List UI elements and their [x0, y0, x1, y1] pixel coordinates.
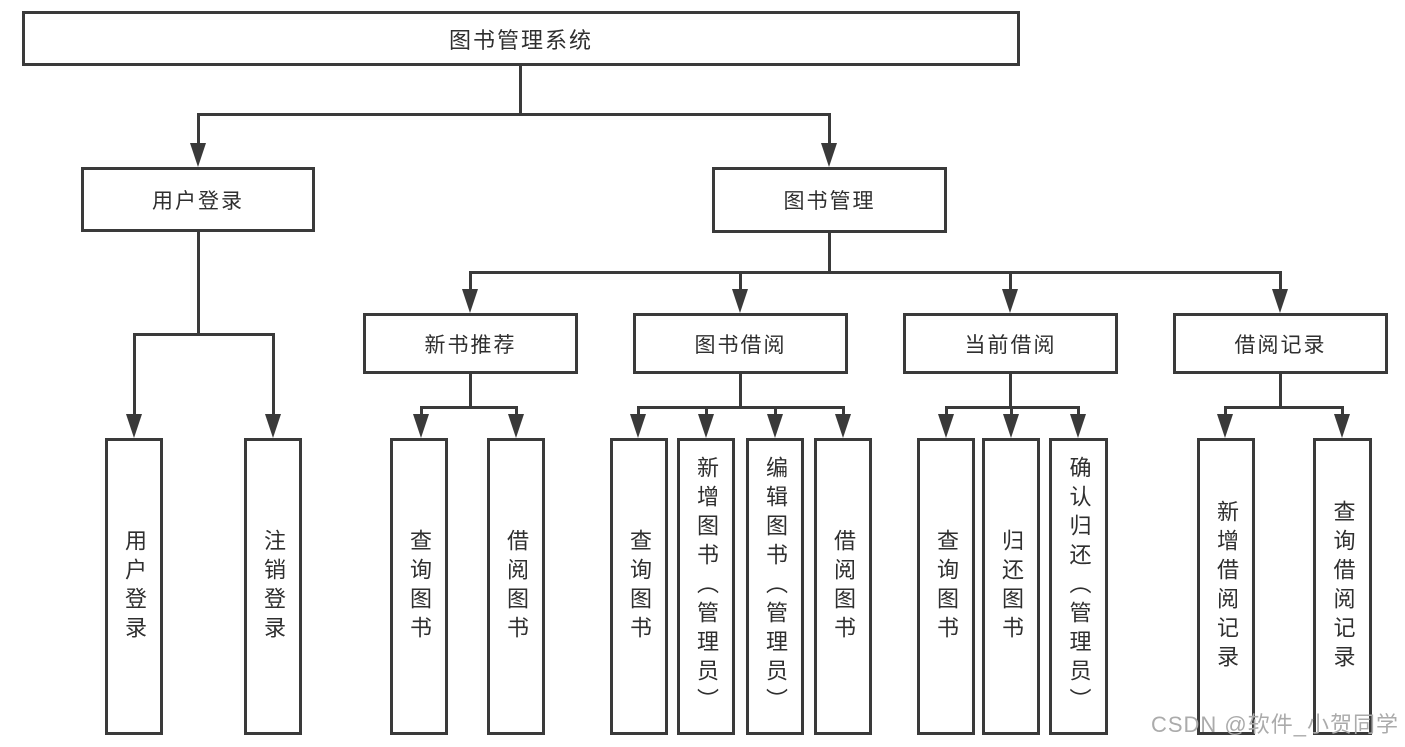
arrowhead-down-icon [126, 414, 142, 438]
connector-line [469, 273, 472, 291]
arrowhead-down-icon [508, 414, 524, 438]
node-label: 查询图书 [407, 528, 432, 645]
node-current-borrow: 当前借阅 [903, 313, 1118, 374]
arrowhead-down-icon [835, 414, 851, 438]
connector-line [1009, 373, 1012, 409]
arrowhead-down-icon [938, 414, 954, 438]
connector-line [469, 373, 472, 409]
node-label: 借阅图书 [504, 528, 529, 645]
node-leaf-add-books-admin: 新增图书（管理员） [677, 438, 735, 735]
arrowhead-down-icon [462, 289, 478, 313]
arrowhead-down-icon [1217, 414, 1233, 438]
connector-line [1224, 408, 1227, 418]
node-book-management: 图书管理 [712, 167, 947, 233]
node-label: 查询图书 [934, 528, 959, 645]
connector-line [197, 113, 831, 116]
connector-line [1279, 273, 1282, 291]
arrowhead-down-icon [630, 414, 646, 438]
node-label: 用户登录 [122, 528, 147, 645]
node-label: 借阅图书 [831, 528, 856, 645]
node-label: 图书管理 [783, 190, 876, 213]
arrowhead-down-icon [1334, 414, 1350, 438]
connector-line [842, 408, 845, 418]
connector-line [739, 273, 742, 291]
connector-line [637, 406, 845, 409]
connector-line [739, 373, 742, 409]
connector-line [515, 408, 518, 418]
node-leaf-add-borrow-record: 新增借阅记录 [1197, 438, 1255, 735]
connector-line [420, 408, 423, 418]
arrowhead-down-icon [1002, 289, 1018, 313]
node-leaf-borrow-books: 借阅图书 [487, 438, 545, 735]
connector-line [828, 233, 831, 274]
arrowhead-down-icon [190, 143, 206, 167]
arrowhead-down-icon [1003, 414, 1019, 438]
connector-line [519, 66, 522, 115]
arrowhead-down-icon [821, 143, 837, 167]
node-label: 借阅记录 [1234, 333, 1327, 357]
node-leaf-user-login: 用户登录 [105, 438, 163, 735]
node-leaf-confirm-return-admin: 确认归还（管理员） [1049, 438, 1108, 735]
connector-line [705, 408, 708, 418]
connector-line [1009, 273, 1012, 291]
arrowhead-down-icon [732, 289, 748, 313]
arrowhead-down-icon [1070, 414, 1086, 438]
connector-line [945, 406, 1080, 409]
connector-line [1077, 408, 1080, 418]
node-label: 图书管理系统 [448, 27, 593, 53]
connector-line [637, 408, 640, 418]
arrowhead-down-icon [1272, 289, 1288, 313]
connector-line [945, 408, 948, 418]
node-label: 查询图书 [627, 528, 652, 645]
connector-line [420, 406, 518, 409]
connector-line [774, 408, 777, 418]
node-leaf-logout: 注销登录 [244, 438, 302, 735]
arrowhead-down-icon [698, 414, 714, 438]
node-leaf-query-books: 查询图书 [610, 438, 668, 735]
node-leaf-query-books: 查询图书 [390, 438, 448, 735]
node-leaf-query-borrow-record: 查询借阅记录 [1313, 438, 1372, 735]
connector-line [828, 115, 831, 147]
arrowhead-down-icon [413, 414, 429, 438]
connector-line [1010, 408, 1013, 418]
node-label: 归还图书 [999, 528, 1024, 645]
node-leaf-query-books: 查询图书 [917, 438, 975, 735]
connector-line [197, 115, 200, 147]
node-label: 注销登录 [261, 528, 286, 645]
node-label: 用户登录 [152, 189, 244, 213]
connector-line [1341, 408, 1344, 418]
node-label: 查询借阅记录 [1330, 499, 1356, 674]
connector-line [272, 335, 275, 417]
connector-line [1279, 373, 1282, 409]
connector-line [469, 271, 1282, 274]
watermark: CSDN @软件_小贺同学 [1150, 712, 1399, 737]
node-label: 新增图书（管理员） [694, 456, 719, 717]
node-borrow-records: 借阅记录 [1173, 313, 1388, 374]
node-label: 当前借阅 [964, 333, 1057, 357]
connector-line [133, 335, 136, 417]
node-label: 图书借阅 [694, 333, 787, 357]
node-label: 新增借阅记录 [1214, 499, 1239, 674]
node-leaf-edit-books-admin: 编辑图书（管理员） [746, 438, 804, 735]
arrowhead-down-icon [265, 414, 281, 438]
arrowhead-down-icon [767, 414, 783, 438]
node-user-login: 用户登录 [81, 167, 315, 232]
node-book-borrow: 图书借阅 [633, 313, 848, 374]
connector-line [133, 333, 275, 336]
node-leaf-borrow-books: 借阅图书 [814, 438, 872, 735]
node-label: 编辑图书（管理员） [763, 456, 788, 717]
node-label: 新书推荐 [424, 333, 517, 357]
connector-line [197, 232, 200, 335]
node-new-book-recommend: 新书推荐 [363, 313, 578, 374]
node-leaf-return-books: 归还图书 [982, 438, 1040, 735]
connector-line [1224, 406, 1344, 409]
node-root-system: 图书管理系统 [22, 11, 1020, 66]
node-label: 确认归还（管理员） [1066, 456, 1092, 717]
